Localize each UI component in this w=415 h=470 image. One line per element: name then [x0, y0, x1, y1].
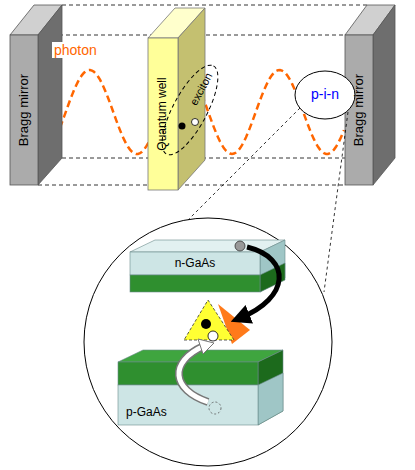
quantum-well-box: Quantum well	[148, 38, 178, 190]
electron-dot	[179, 123, 186, 130]
well-triangle	[184, 300, 250, 344]
node-label: Bragg mirror	[17, 74, 31, 146]
hole-dot	[192, 119, 199, 126]
node-label: p-GaAs	[126, 406, 167, 419]
pin-ellipse-outline	[295, 71, 355, 119]
bragg-mirror-right-part	[373, 5, 395, 185]
bragg-mirror-left	[10, 5, 62, 185]
electron-arrow	[240, 247, 279, 318]
n-gaas-block-part	[130, 252, 260, 275]
p-gaas-block-part	[258, 373, 283, 425]
electron-ball	[235, 241, 245, 251]
bragg-mirror-right	[345, 5, 395, 185]
zoom-circle	[84, 218, 332, 466]
exciton-ellipse: exciton	[150, 50, 240, 160]
well-triangle-part	[184, 300, 234, 340]
bragg-mirror-left-part	[38, 5, 62, 185]
cavity-outline-part	[62, 5, 367, 6]
well-triangle-part	[208, 331, 218, 341]
n-gaas-block-part	[260, 240, 285, 292]
p-gaas-layer: p-GaAs	[118, 385, 258, 425]
quantum-well-slab-part	[148, 38, 178, 190]
exciton-ellipse-outline	[152, 58, 229, 162]
bragg-mirror-box: Bragg mirror	[10, 35, 38, 185]
p-gaas-block-part	[118, 362, 258, 385]
hole-arrow-part	[179, 346, 208, 402]
hole-origin	[209, 402, 221, 414]
bragg-mirror-right-part	[345, 35, 373, 185]
n-gaas-layer: n-GaAs	[130, 252, 260, 275]
node-label: p-i-n	[311, 87, 339, 102]
pin-ellipse: p-i-n	[295, 71, 355, 119]
node-label: Bragg mirror	[352, 74, 366, 146]
n-gaas-block	[130, 240, 285, 292]
cavity-outline-part	[38, 185, 345, 186]
node-label: exciton	[187, 71, 214, 107]
bragg-mirror-box: Bragg mirror	[345, 35, 373, 185]
hole-arrow-part	[179, 346, 208, 402]
node-label: Quantum well	[156, 77, 169, 150]
node-label: n-GaAs	[175, 257, 216, 270]
photon-label: photon	[52, 42, 99, 58]
well-triangle-part	[201, 319, 211, 329]
hole-arrow-part	[198, 339, 214, 354]
n-gaas-block-part	[130, 275, 260, 292]
p-gaas-block-part	[258, 350, 283, 425]
hole-arrow	[179, 339, 214, 402]
p-gaas-block	[118, 350, 283, 425]
bragg-mirror-left-part	[10, 35, 38, 185]
zoom-leader-part	[324, 112, 348, 292]
